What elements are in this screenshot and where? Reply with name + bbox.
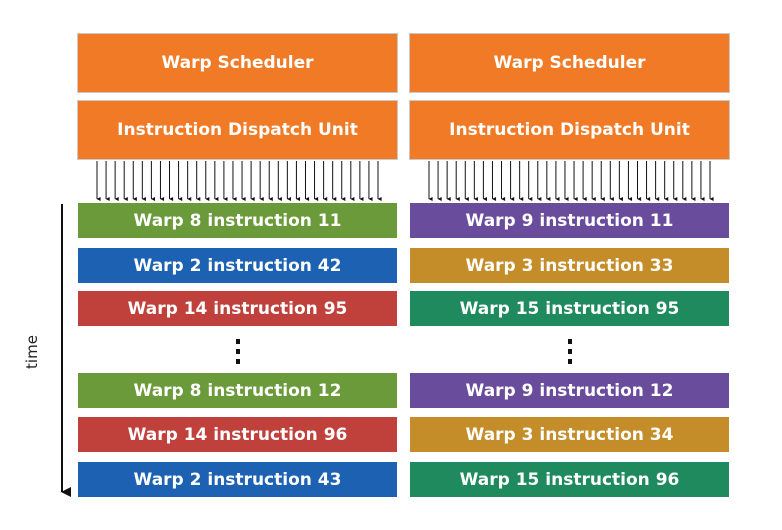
instruction-box: Warp 3 instruction 34	[409, 416, 730, 453]
instruction-label: Warp 3 instruction 33	[465, 255, 674, 276]
ellipsis-left	[226, 339, 250, 365]
instruction-box: Warp 9 instruction 12	[409, 372, 730, 409]
instruction-box: Warp 15 instruction 95	[409, 290, 730, 327]
instruction-box: Warp 2 instruction 42	[77, 247, 398, 284]
warp-scheduler-label: Warp Scheduler	[161, 53, 314, 73]
instruction-dispatch-unit-label: Instruction Dispatch Unit	[449, 120, 690, 140]
instruction-box: Warp 8 instruction 12	[77, 372, 398, 409]
instruction-label: Warp 9 instruction 12	[465, 380, 674, 401]
instruction-label: Warp 14 instruction 96	[127, 424, 348, 445]
warp-scheduler-label: Warp Scheduler	[493, 53, 646, 73]
instruction-box: Warp 14 instruction 95	[77, 290, 398, 327]
dispatch-arrows-left	[96, 161, 382, 201]
dispatch-arrows-right	[428, 161, 714, 201]
time-axis-label: time	[23, 335, 41, 369]
instruction-box: Warp 15 instruction 96	[409, 461, 730, 498]
ellipsis-right	[558, 339, 582, 365]
instruction-dispatch-unit-label: Instruction Dispatch Unit	[117, 120, 358, 140]
warp-scheduler-box-2: Warp Scheduler	[409, 33, 730, 93]
instruction-label: Warp 2 instruction 43	[133, 469, 342, 490]
instruction-label: Warp 8 instruction 11	[133, 210, 342, 231]
instruction-label: Warp 2 instruction 42	[133, 255, 342, 276]
instruction-label: Warp 15 instruction 96	[459, 469, 680, 490]
instruction-label: Warp 15 instruction 95	[459, 298, 680, 319]
warp-scheduler-box-1: Warp Scheduler	[77, 33, 398, 93]
instruction-box: Warp 14 instruction 96	[77, 416, 398, 453]
instruction-label: Warp 14 instruction 95	[127, 298, 348, 319]
instruction-box: Warp 3 instruction 33	[409, 247, 730, 284]
instruction-dispatch-unit-box-1: Instruction Dispatch Unit	[77, 100, 398, 160]
instruction-label: Warp 8 instruction 12	[133, 380, 342, 401]
instruction-box: Warp 8 instruction 11	[77, 202, 398, 239]
instruction-box: Warp 2 instruction 43	[77, 461, 398, 498]
instruction-box: Warp 9 instruction 11	[409, 202, 730, 239]
instruction-dispatch-unit-box-2: Instruction Dispatch Unit	[409, 100, 730, 160]
instruction-label: Warp 3 instruction 34	[465, 424, 674, 445]
instruction-label: Warp 9 instruction 11	[465, 210, 674, 231]
